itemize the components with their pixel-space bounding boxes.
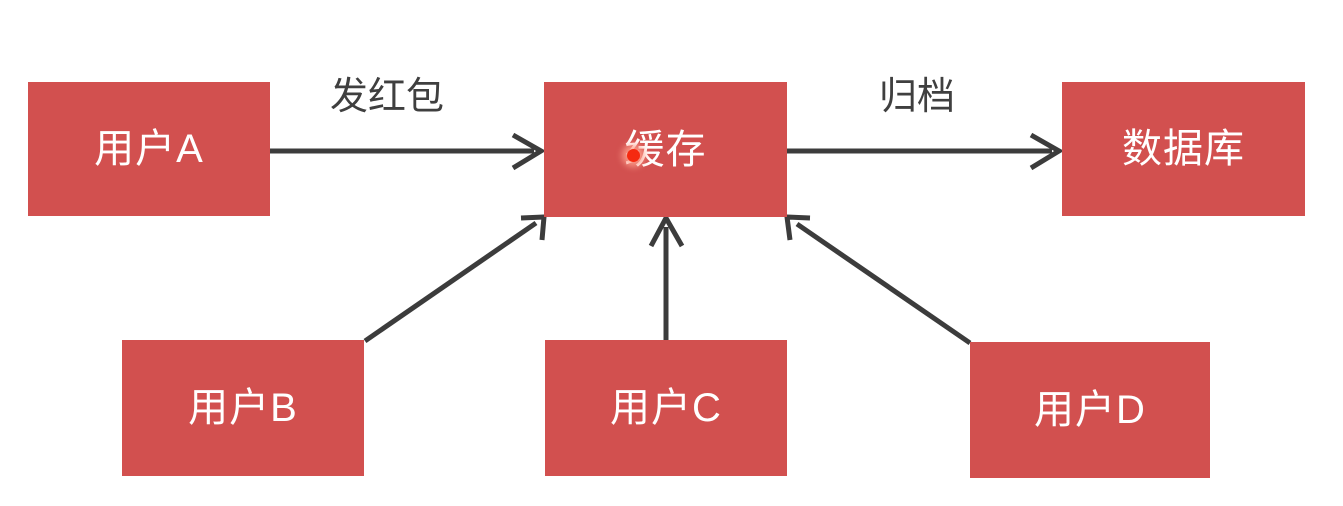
arrow-cache-to-database: [787, 132, 1064, 171]
node-database[interactable]: 数据库: [1062, 82, 1305, 216]
node-user-c[interactable]: 用户C: [545, 340, 787, 476]
node-user-b[interactable]: 用户B: [122, 340, 364, 476]
cursor-dot-marker: [627, 149, 640, 162]
arrow-user-c-to-cache: [648, 212, 685, 341]
arrow-user-b-to-cache: [363, 214, 547, 344]
arrow-user-d-to-cache: [784, 214, 972, 346]
node-user-b-label: 用户B: [188, 386, 298, 430]
edge-label-send-red-packet: 发红包: [330, 76, 445, 118]
edge-label-archive: 归档: [879, 76, 956, 118]
node-user-d[interactable]: 用户D: [970, 342, 1210, 478]
node-cache-label: 缓存: [624, 127, 707, 172]
arrow-user-a-to-cache: [270, 132, 546, 171]
node-cache[interactable]: 缓存: [544, 82, 787, 217]
node-user-c-label: 用户C: [610, 386, 722, 430]
node-database-label: 数据库: [1122, 127, 1245, 171]
node-user-d-label: 用户D: [1034, 388, 1146, 432]
node-user-a-label: 用户A: [94, 127, 204, 171]
node-user-a[interactable]: 用户A: [28, 82, 270, 216]
